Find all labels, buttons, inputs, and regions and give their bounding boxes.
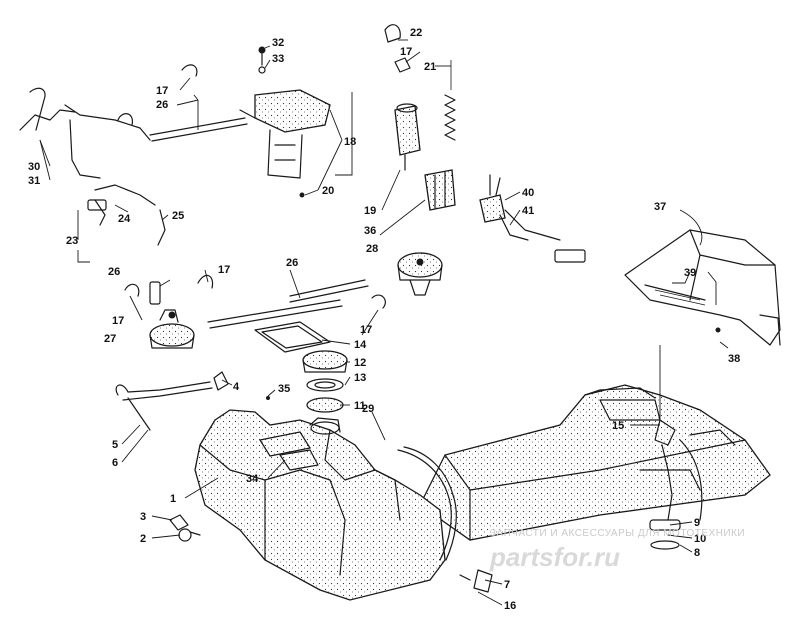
callout-15: 15 [612,420,624,432]
callout-17b: 17 [218,264,230,276]
callout-21: 21 [424,61,436,73]
callout-26a: 26 [286,257,298,269]
hose-clamps [124,57,411,309]
fuel-gauge-sender [649,419,681,550]
callout-12: 12 [354,357,366,369]
callout-17a: 17 [360,324,372,336]
callout-26b: 26 [156,99,168,111]
wire-harness-41 [499,209,586,263]
callout-3: 3 [140,511,146,523]
gauge-hose [679,439,703,521]
callout-41: 41 [522,205,534,217]
callout-33: 33 [272,53,284,65]
callout-39: 39 [684,267,696,279]
wire-harness-left [19,87,166,246]
callout-14: 14 [354,339,367,351]
hose-29 [397,446,457,561]
callout-5: 5 [112,439,118,451]
filler-neck-assembly [254,321,348,413]
callout-23: 23 [66,235,78,247]
fuel-filter [394,103,421,171]
watermark: ЗАПЧАСТИ И АКСЕССУАРЫ ДЛЯ МОТОТЕХНИКИ pa… [489,528,745,572]
callout-36: 36 [364,225,376,237]
fuel-pump-27 [149,309,195,349]
vent-line [115,371,229,431]
callout-38: 38 [728,353,740,365]
fuel-tank [194,409,446,601]
callout-labels: 1 2 3 4 5 6 7 8 9 10 11 12 13 14 15 16 1… [28,27,740,612]
callout-16: 16 [504,600,516,612]
callout-13: 13 [354,372,366,384]
callout-10: 10 [694,533,706,545]
leader-lines [39,39,729,606]
fuel-pump-28 [397,252,443,296]
fuel-pump-assembly-upper [239,46,331,198]
watermark-brand: partsfor.ru [489,542,620,572]
callout-24: 24 [118,213,131,225]
callout-28: 28 [366,243,378,255]
drain-plug [169,514,201,542]
callout-19: 19 [364,205,376,217]
callout-35: 35 [278,383,290,395]
callout-1: 1 [170,493,176,505]
callout-25: 25 [172,210,184,222]
chassis-tunnel [419,384,771,541]
return-spring [444,60,456,141]
callout-20: 20 [322,185,334,197]
tank-strap-parts [459,569,493,593]
callout-17d: 17 [400,46,412,58]
callout-37: 37 [654,201,666,213]
callout-11: 11 [354,400,366,412]
callout-40: 40 [522,187,534,199]
seat-cowl [624,229,781,346]
callout-8: 8 [694,547,700,559]
callout-6: 6 [112,457,118,469]
watermark-caption: ЗАПЧАСТИ И АКСЕССУАРЫ ДЛЯ МОТОТЕХНИКИ [490,528,745,539]
callout-30: 30 [28,161,40,173]
callout-26c: 26 [108,266,120,278]
callout-4: 4 [233,381,240,393]
mounting-bracket-36 [424,169,456,211]
callout-29: 29 [362,403,374,415]
fuel-lines-26 [149,117,369,329]
callout-34: 34 [246,473,259,485]
callout-7: 7 [504,579,510,591]
callout-17c: 17 [112,315,124,327]
callout-31: 31 [28,175,40,187]
callout-2: 2 [140,533,146,545]
callout-18: 18 [344,136,356,148]
callout-17e: 17 [156,85,168,97]
callout-22: 22 [410,27,422,39]
relay-40 [479,174,506,223]
callout-27: 27 [104,333,116,345]
callout-9: 9 [694,517,700,529]
clip-22 [384,24,401,43]
callout-32: 32 [272,37,284,49]
